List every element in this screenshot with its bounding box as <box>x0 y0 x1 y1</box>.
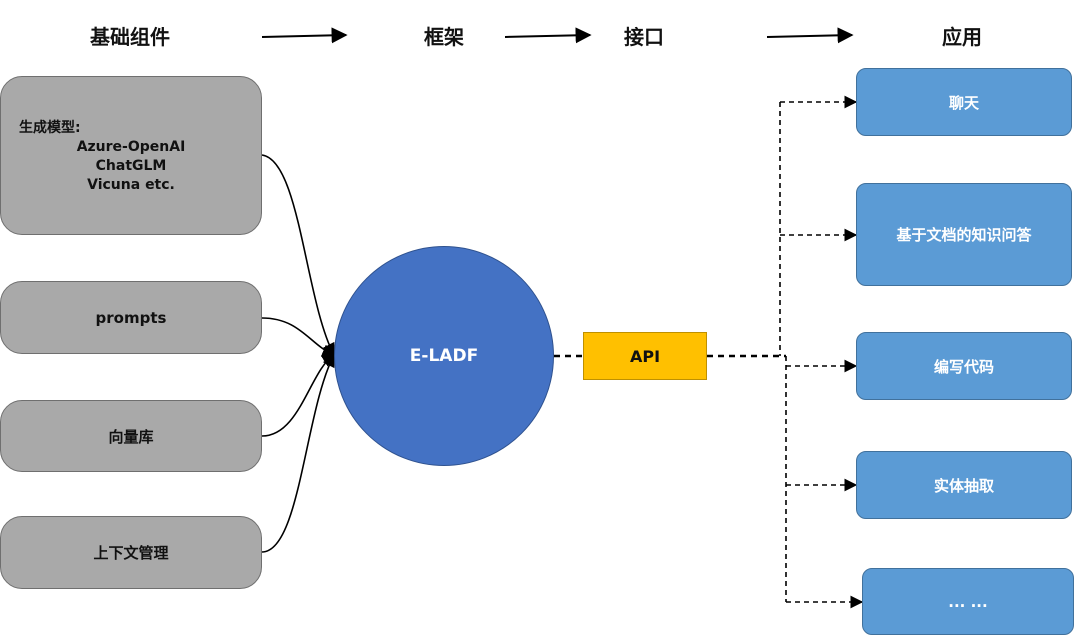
api-label: API <box>629 346 661 366</box>
header-arrow-3 <box>766 27 854 44</box>
models-title: 生成模型: <box>19 120 81 136</box>
header-components: 基础组件 <box>90 25 170 49</box>
component-prompts: prompts <box>0 281 262 354</box>
connector-prompts <box>261 317 336 357</box>
app-entity-extraction-label: 实体抽取 <box>933 476 994 495</box>
framework-e-ladf: E-LADF <box>334 246 554 466</box>
header-framework: 框架 <box>424 25 464 49</box>
header-interface: 接口 <box>624 25 664 49</box>
component-generation-models: 生成模型: Azure-OpenAI ChatGLM Vicuna etc. <box>0 76 262 235</box>
app-doc-qa: 基于文档的知识问答 <box>856 183 1072 286</box>
app-write-code: 编写代码 <box>856 332 1072 400</box>
app-chat: 聊天 <box>856 68 1072 136</box>
header-applications: 应用 <box>942 25 982 49</box>
vector-store-label: 向量库 <box>108 427 154 446</box>
context-management-label: 上下文管理 <box>93 544 169 562</box>
model-chatglm: ChatGLM <box>95 158 167 174</box>
connector-vector-store <box>261 354 336 437</box>
header-arrow-1 <box>261 27 348 44</box>
app-entity-extraction: 实体抽取 <box>856 451 1072 519</box>
app-chat-label: 聊天 <box>948 93 979 112</box>
component-context-management: 上下文管理 <box>0 516 262 589</box>
connector-context <box>261 353 335 553</box>
app-write-code-label: 编写代码 <box>933 357 994 376</box>
framework-label: E-LADF <box>409 346 479 366</box>
app-more: ... ... <box>862 568 1074 635</box>
model-vicuna: Vicuna etc. <box>87 177 175 193</box>
app-more-label: ... ... <box>948 592 988 611</box>
app-doc-qa-label: 基于文档的知识问答 <box>896 226 1032 244</box>
header-arrow-2 <box>504 27 592 44</box>
model-azure-openai: Azure-OpenAI <box>76 139 186 155</box>
connector-models <box>261 154 335 357</box>
prompts-label: prompts <box>95 308 167 327</box>
component-vector-store: 向量库 <box>0 400 262 472</box>
interface-api: API <box>583 332 707 380</box>
